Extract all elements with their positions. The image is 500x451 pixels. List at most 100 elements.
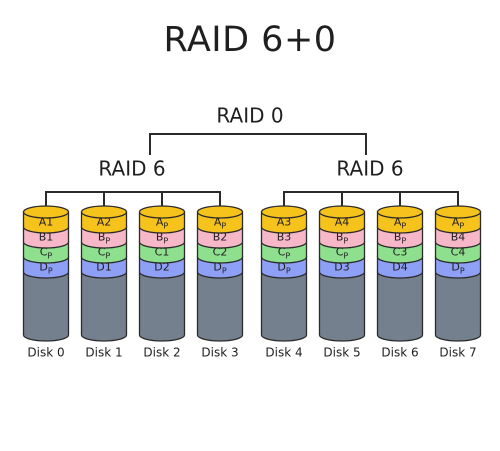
block-label: D2 bbox=[154, 261, 169, 274]
block-label-main: B bbox=[98, 231, 106, 244]
block-label-sub: P bbox=[47, 251, 52, 260]
block-label-main: A3 bbox=[277, 216, 292, 229]
block-label-sub: P bbox=[221, 221, 226, 230]
disk-label: Disk 4 bbox=[265, 346, 302, 360]
disk-body bbox=[196, 271, 244, 342]
block-label: CP bbox=[98, 246, 111, 261]
block-label: C2 bbox=[213, 246, 228, 259]
disk-body bbox=[22, 271, 70, 342]
block-label: AP bbox=[156, 216, 169, 231]
block-label: D3 bbox=[334, 261, 349, 274]
block-label-main: B bbox=[336, 231, 344, 244]
block-label: B4 bbox=[451, 231, 466, 244]
block-label: CP bbox=[278, 246, 291, 261]
disk-body bbox=[434, 271, 482, 342]
raid6-label-0: RAID 6 bbox=[98, 157, 165, 181]
block-label-main: D bbox=[39, 261, 47, 274]
block-label-main: C bbox=[40, 246, 48, 259]
block-label-sub: P bbox=[401, 221, 406, 230]
block-label: A1 bbox=[39, 216, 54, 229]
disk-top-cap bbox=[138, 205, 186, 219]
block-label: AP bbox=[214, 216, 227, 231]
block-label-main: A bbox=[214, 216, 222, 229]
disk-body bbox=[138, 271, 186, 342]
block-label: B3 bbox=[277, 231, 292, 244]
block-label-main: A bbox=[452, 216, 460, 229]
disk-body bbox=[260, 271, 308, 342]
block-label-main: C2 bbox=[213, 246, 228, 259]
block-label: A4 bbox=[335, 216, 350, 229]
block-label-main: A1 bbox=[39, 216, 54, 229]
block-label-main: D bbox=[277, 261, 285, 274]
block-label-main: B1 bbox=[39, 231, 54, 244]
block-label-main: C4 bbox=[451, 246, 466, 259]
block-label: B1 bbox=[39, 231, 54, 244]
block-label-main: D bbox=[451, 261, 459, 274]
disk-body bbox=[376, 271, 424, 342]
block-label-sub: P bbox=[286, 266, 291, 275]
block-label-main: A bbox=[394, 216, 402, 229]
block-label: BP bbox=[336, 231, 349, 246]
block-label-sub: P bbox=[163, 236, 168, 245]
block-label-sub: P bbox=[401, 236, 406, 245]
block-label-main: D1 bbox=[96, 261, 111, 274]
block-label-main: C1 bbox=[155, 246, 170, 259]
block-label: A2 bbox=[97, 216, 112, 229]
block-label: CP bbox=[40, 246, 53, 261]
block-label-sub: P bbox=[343, 251, 348, 260]
block-label: BP bbox=[156, 231, 169, 246]
raid6-connector-0 bbox=[45, 191, 221, 206]
block-label-main: D4 bbox=[392, 261, 407, 274]
block-label-main: B2 bbox=[213, 231, 228, 244]
disk-label: Disk 7 bbox=[439, 346, 476, 360]
raid6-label-1: RAID 6 bbox=[336, 157, 403, 181]
block-label-main: C3 bbox=[393, 246, 408, 259]
block-label: B2 bbox=[213, 231, 228, 244]
block-label: C3 bbox=[393, 246, 408, 259]
block-label-main: D3 bbox=[334, 261, 349, 274]
block-label: A3 bbox=[277, 216, 292, 229]
block-label-sub: P bbox=[343, 236, 348, 245]
disk-top-cap bbox=[260, 205, 308, 219]
disk-top-cap bbox=[22, 205, 70, 219]
disk-top-cap bbox=[318, 205, 366, 219]
block-label: DP bbox=[451, 261, 464, 276]
block-label: AP bbox=[394, 216, 407, 231]
block-label-main: B bbox=[156, 231, 164, 244]
block-label-sub: P bbox=[163, 221, 168, 230]
block-label: AP bbox=[452, 216, 465, 231]
disk-top-cap bbox=[434, 205, 482, 219]
block-label-sub: P bbox=[105, 251, 110, 260]
disk-top-cap bbox=[80, 205, 128, 219]
block-label: DP bbox=[39, 261, 52, 276]
block-label-sub: P bbox=[285, 251, 290, 260]
block-label-sub: P bbox=[460, 266, 465, 275]
block-label-main: D bbox=[213, 261, 221, 274]
block-label: BP bbox=[394, 231, 407, 246]
block-label-main: C bbox=[278, 246, 286, 259]
disk-label: Disk 2 bbox=[143, 346, 180, 360]
block-label: CP bbox=[336, 246, 349, 261]
disk-label: Disk 0 bbox=[27, 346, 64, 360]
raid0-connector bbox=[149, 133, 367, 155]
block-label: DP bbox=[277, 261, 290, 276]
block-label-sub: P bbox=[48, 266, 53, 275]
block-label-main: A2 bbox=[97, 216, 112, 229]
disk-label: Disk 3 bbox=[201, 346, 238, 360]
block-label-sub: P bbox=[222, 266, 227, 275]
block-label: C4 bbox=[451, 246, 466, 259]
disk-label: Disk 5 bbox=[323, 346, 360, 360]
block-label: D4 bbox=[392, 261, 407, 274]
diagram-title: RAID 6+0 bbox=[163, 20, 337, 60]
disk-label: Disk 6 bbox=[381, 346, 418, 360]
disk-body bbox=[80, 271, 128, 342]
block-label: BP bbox=[98, 231, 111, 246]
block-label-main: B3 bbox=[277, 231, 292, 244]
block-label-main: A4 bbox=[335, 216, 350, 229]
block-label-sub: P bbox=[459, 221, 464, 230]
raid6-connector-1 bbox=[283, 191, 459, 206]
block-label: DP bbox=[213, 261, 226, 276]
block-label-sub: P bbox=[105, 236, 110, 245]
block-label: D1 bbox=[96, 261, 111, 274]
